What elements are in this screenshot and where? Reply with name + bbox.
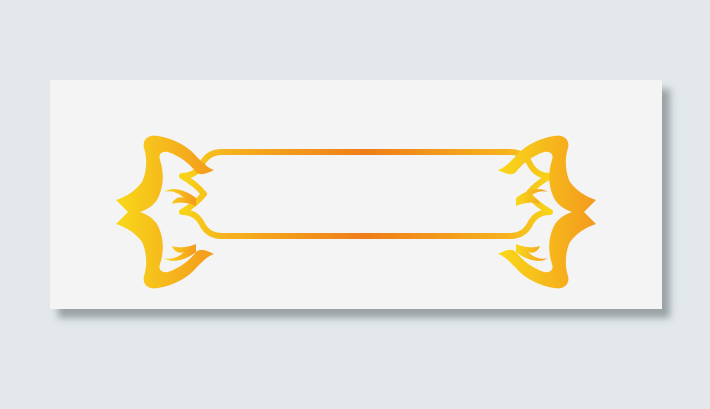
card (50, 80, 662, 309)
ornamental-frame-icon (116, 135, 596, 289)
right-flourish (498, 135, 596, 289)
frame-outline (179, 149, 553, 239)
left-flourish (116, 135, 214, 289)
